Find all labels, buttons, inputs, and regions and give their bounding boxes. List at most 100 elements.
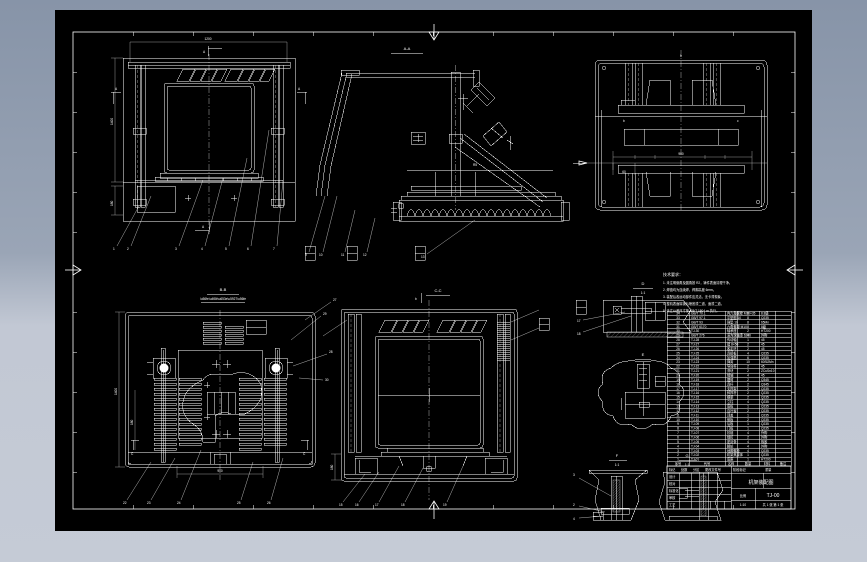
parts-list-cell-qty: 2 bbox=[747, 347, 749, 351]
detail-d-callouts: 17 18 bbox=[575, 299, 632, 336]
callout-9: 9 bbox=[305, 253, 307, 257]
parts-list-cell-name: 深沟球轴承 6206 bbox=[727, 333, 751, 338]
callout-bb-3: 24 bbox=[177, 501, 181, 505]
parts-list-cell-code: TJ-19 bbox=[691, 378, 699, 382]
parts-list-cell-material: 外购 bbox=[761, 435, 767, 440]
title-stage-label: 阶段标记 bbox=[733, 467, 747, 472]
parts-list-cell-code: GB/T 97.1 bbox=[691, 316, 706, 320]
parts-list-cell-no: 1 bbox=[677, 458, 679, 462]
parts-list-cell-code: GB/T 6170 bbox=[691, 325, 707, 329]
detail-d-label: D bbox=[642, 281, 645, 286]
parts-list-cell-no: 16 bbox=[676, 391, 680, 395]
svg-text:b: b bbox=[415, 297, 417, 301]
callout-cc-2: 16 bbox=[355, 503, 359, 507]
parts-list-cell-no: 5 bbox=[677, 440, 679, 444]
title-sheet-mark: 分区 bbox=[693, 467, 700, 472]
callout-13: 13 bbox=[421, 255, 425, 259]
callout-5: 5 bbox=[225, 247, 227, 251]
parts-list-cell-no: 27 bbox=[676, 343, 680, 347]
view-label-a-a: A-A bbox=[404, 46, 411, 51]
parts-list-cell-qty: 1 bbox=[747, 453, 749, 457]
view-subtitle-b-b: \u56fe\u4f8b\u653e\u5927\u56fe bbox=[200, 297, 246, 301]
parts-list-cell-material: 45 bbox=[761, 374, 765, 378]
parts-list-cell-code: TJ-20 bbox=[691, 374, 699, 378]
parts-list-cell-name: 滑块 bbox=[727, 368, 734, 373]
louvre-bank-top-bb bbox=[202, 321, 244, 345]
cc-foot-left bbox=[354, 457, 378, 475]
parts-list-cell-name: 弹垫 10 bbox=[727, 319, 738, 324]
callout-bb-7: 28 bbox=[329, 350, 333, 354]
parts-list-cell-no: 17 bbox=[676, 387, 680, 391]
detail-f-scale: 1:1 bbox=[615, 463, 620, 467]
view-section-c-c[interactable]: C-C b bbox=[322, 288, 550, 507]
parts-list-cell-material: Q345 bbox=[761, 378, 769, 382]
parts-list-cell-code: TJ-15 bbox=[691, 396, 699, 400]
parts-list-cell-code: TJ-16 bbox=[691, 391, 699, 395]
title-scale-value: 1:10 bbox=[740, 503, 746, 507]
parts-list-cell-no: 2 bbox=[677, 453, 679, 457]
callout-f-3: 4 bbox=[573, 517, 575, 521]
centering-mark-left bbox=[65, 264, 82, 276]
parts-list-cell-material: 外购 bbox=[761, 430, 767, 435]
view-plan[interactable]: 900 60 bbox=[573, 50, 768, 211]
view-side-elevation-a-a[interactable]: A-A bbox=[304, 46, 570, 261]
parts-list-cell-qty: 2 bbox=[747, 378, 749, 382]
view-label-c-c: C-C bbox=[434, 288, 441, 293]
parts-list-cell-name: 后板 bbox=[727, 421, 734, 426]
bearing-housing-right[interactable] bbox=[264, 357, 293, 379]
parts-list-cell-name: 底座 bbox=[727, 457, 734, 462]
dim-bb-sub: 180 bbox=[130, 419, 134, 425]
callout-d-2: 18 bbox=[577, 332, 581, 336]
callout-d-1: 17 bbox=[577, 319, 581, 323]
callout-bb-2: 23 bbox=[147, 501, 151, 505]
title-process-label: 工艺 bbox=[669, 502, 675, 507]
view-front-elevation[interactable]: 1200 A bbox=[110, 37, 307, 251]
parts-list-cell-name: 门板 bbox=[727, 426, 734, 431]
detail-view-d[interactable]: D 1:1 bbox=[575, 281, 692, 338]
parts-list-cell-no: 23 bbox=[676, 360, 680, 364]
parts-list-cell-code: TJ-17 bbox=[691, 387, 699, 391]
parts-list-cell-no: 26 bbox=[676, 347, 680, 351]
parts-list-cell-qty: 1 bbox=[747, 427, 749, 431]
dim-tag-side: R5 bbox=[473, 163, 477, 167]
parts-list-cell-material: Q235 bbox=[761, 449, 769, 453]
detail-view-f[interactable]: F 1:1 2 3 bbox=[573, 453, 648, 521]
parts-list-cell-no: 7 bbox=[677, 431, 679, 435]
parts-list-header-remark: 备注 bbox=[780, 461, 787, 466]
parts-list-cell-qty: 1 bbox=[747, 405, 749, 409]
parts-list-cell-code: TJ-22 bbox=[691, 365, 699, 369]
title-approver-label: 审核 bbox=[669, 495, 676, 500]
title-scale-label: 比例 bbox=[740, 493, 746, 498]
parts-list-cell-material: Q235 bbox=[761, 413, 769, 417]
view-section-b-b[interactable]: B-B \u56fe\u4f8b\u653e\u5927\u56fe bbox=[114, 287, 337, 505]
parts-list-cell-material: Q235 bbox=[761, 427, 769, 431]
louvre-bank-right bbox=[224, 68, 276, 82]
parts-list-cell-name: 地脚螺栓 bbox=[727, 448, 741, 453]
parts-list-cell-material: 8级 bbox=[761, 324, 767, 329]
parts-list-cell-name: 铰链 bbox=[727, 430, 734, 435]
parts-list-cell-material: 45 bbox=[761, 338, 765, 342]
parts-list-cell-name: 侧板 bbox=[727, 417, 734, 422]
parts-list-cell-code: TJ-28 bbox=[691, 338, 699, 342]
zone-ticks-left bbox=[73, 71, 77, 473]
parts-list-cell-code: TJ-12 bbox=[691, 409, 699, 413]
svg-text:A: A bbox=[298, 87, 301, 91]
callout-leaders-front: 1 2 3 4 5 6 7 bbox=[113, 129, 284, 251]
notes-heading: 技术要求： bbox=[663, 271, 683, 277]
plan-label-c: c bbox=[737, 119, 739, 123]
bearing-housing-left[interactable] bbox=[147, 357, 176, 379]
callout-bb-1: 22 bbox=[123, 501, 127, 505]
drawing-canvas[interactable]: 1200 A bbox=[55, 10, 812, 531]
parts-list-cell-material: ZCuSn10 bbox=[761, 369, 775, 373]
parts-list-cell-no: 30 bbox=[676, 329, 680, 333]
zone-ticks-right bbox=[791, 71, 795, 473]
parts-list-cell-no: 32 bbox=[676, 320, 680, 324]
parts-list-cell-name: 客定环 bbox=[727, 346, 737, 351]
detail-view-g[interactable]: G 1:1 bbox=[658, 453, 724, 521]
title-block[interactable]: 标记 处数 分区 更改文件号 阶段标记 重量 设计 校对 标准化 审核 工艺 机… bbox=[666, 465, 792, 510]
parts-list-cell-name: 立柱 bbox=[727, 399, 734, 404]
parts-list-cell-material: 8.8级 bbox=[761, 311, 769, 316]
parts-list-cell-no: 13 bbox=[676, 405, 680, 409]
parts-list-cell-code: TJ-02 bbox=[691, 453, 699, 457]
